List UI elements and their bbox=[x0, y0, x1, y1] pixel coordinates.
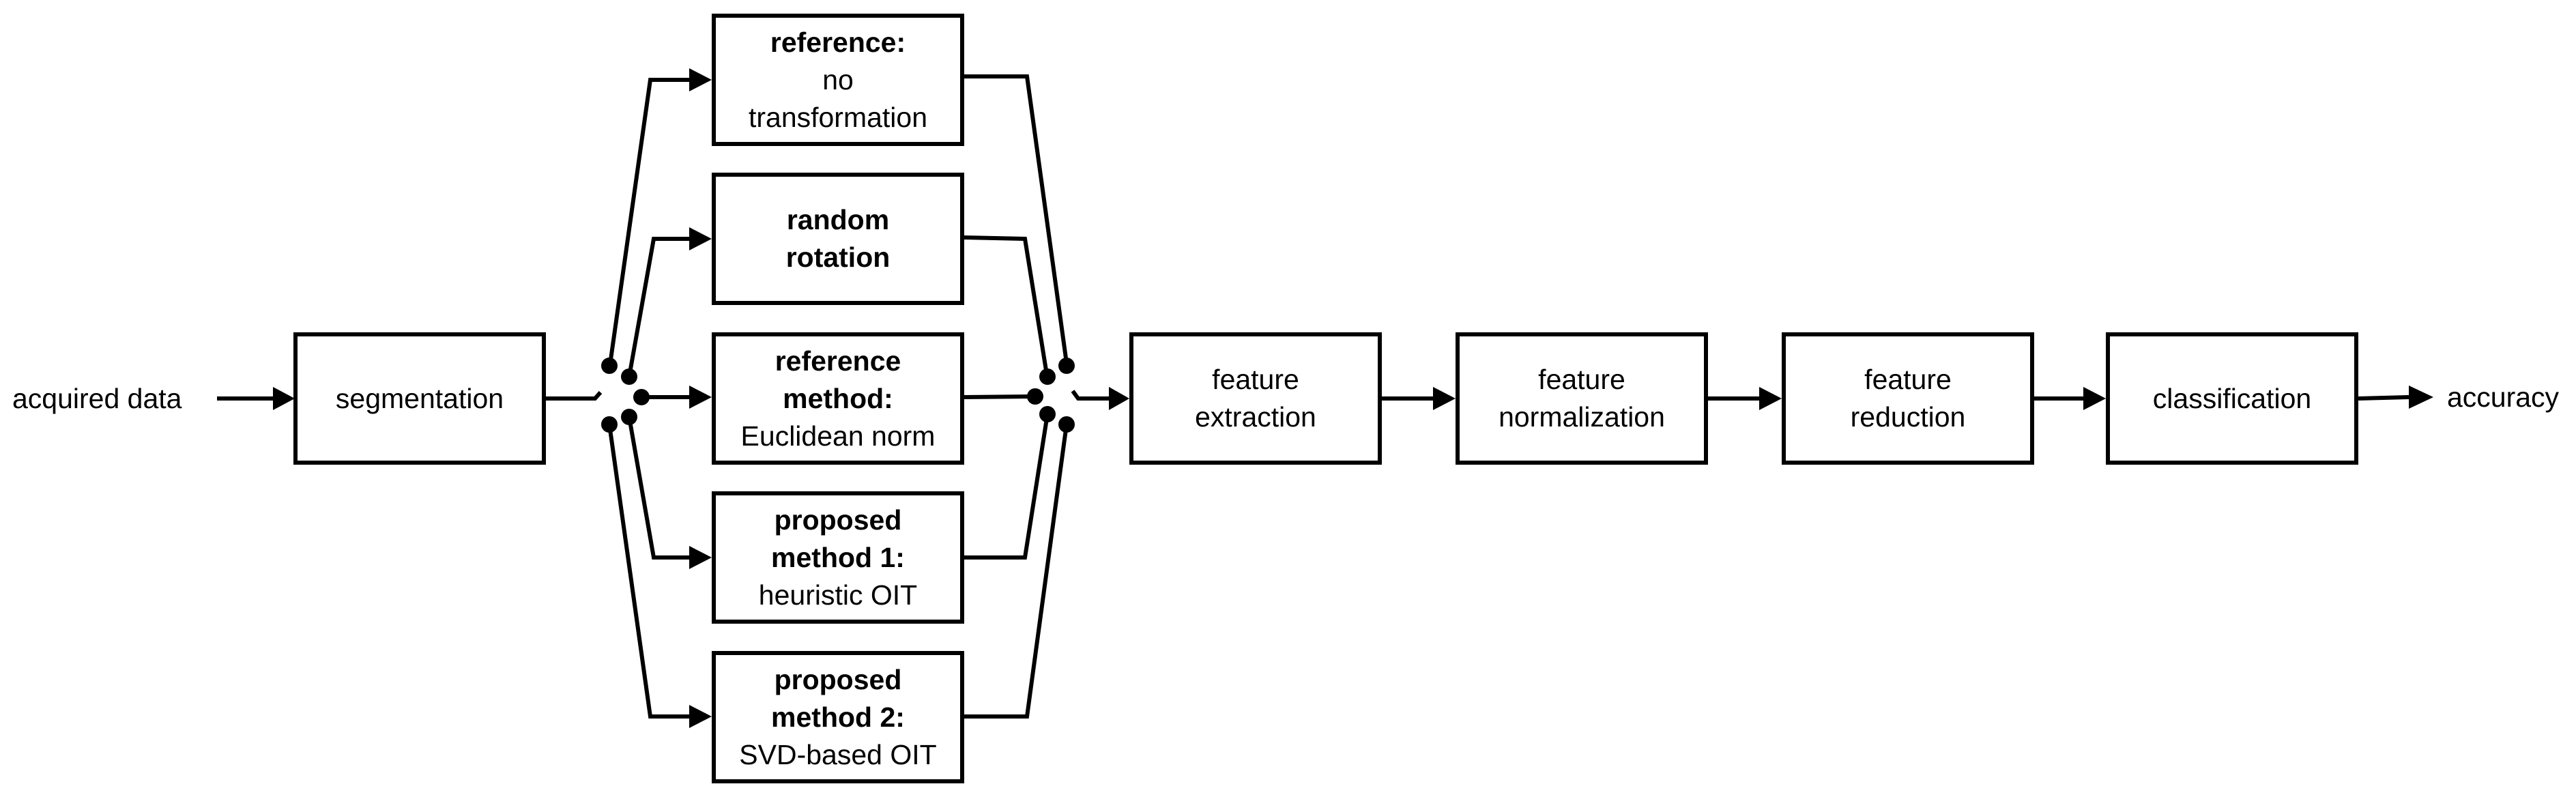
wire-to-reference bbox=[607, 78, 689, 370]
variant-reference-box: reference: no transformation bbox=[712, 14, 964, 146]
wire-to-proposed1 bbox=[627, 416, 689, 560]
arrowhead-input bbox=[273, 387, 295, 410]
wire-from-proposed2 bbox=[964, 424, 1069, 719]
wire-from-refmethod bbox=[964, 394, 1036, 399]
arrowhead-classification bbox=[2083, 387, 2106, 410]
input-label: acquired data bbox=[12, 383, 182, 414]
variant-refmethod-box: reference method: Euclidean norm bbox=[712, 332, 964, 465]
wire-to-random bbox=[627, 237, 689, 377]
arrowhead-refmethod bbox=[689, 386, 712, 409]
segmentation-box: segmentation bbox=[293, 332, 546, 465]
feature-extraction-label: feature extraction bbox=[1195, 364, 1316, 433]
switch-dot bbox=[1058, 416, 1075, 433]
arrowhead-reference bbox=[689, 68, 712, 91]
arrowhead-reduction bbox=[1759, 387, 1782, 410]
switch-dot bbox=[621, 368, 637, 385]
switch-dot bbox=[1058, 358, 1075, 374]
variant-reference-title: reference: bbox=[770, 26, 906, 58]
variant-proposed2-title: proposed method 2: bbox=[771, 663, 905, 733]
variant-random-title: random rotation bbox=[785, 204, 891, 273]
wire-from-proposed1 bbox=[964, 414, 1050, 560]
feature-normalization-box: feature normalization bbox=[1456, 332, 1708, 465]
output-label: accuracy bbox=[2447, 381, 2560, 413]
arrowhead-random bbox=[689, 227, 712, 250]
wire-from-random bbox=[964, 235, 1050, 379]
variant-random-box: random rotation bbox=[712, 173, 964, 305]
wire-to-feature-extraction bbox=[1071, 390, 1109, 401]
classification-box: classification bbox=[2106, 332, 2358, 465]
variant-proposed2-desc: SVD-based OIT bbox=[739, 738, 937, 770]
feature-extraction-box: feature extraction bbox=[1129, 332, 1382, 465]
feature-reduction-box: feature reduction bbox=[1782, 332, 2034, 465]
variant-reference-desc: no transformation bbox=[748, 63, 928, 133]
arrowhead-normalization bbox=[1433, 387, 1456, 410]
variant-proposed1-desc: heuristic OIT bbox=[758, 579, 918, 611]
feature-reduction-label: feature reduction bbox=[1850, 364, 1966, 433]
arrowhead-proposed2 bbox=[689, 705, 712, 728]
segmentation-label: segmentation bbox=[335, 382, 504, 414]
wire-from-reference bbox=[964, 74, 1069, 364]
arrowhead-proposed1 bbox=[689, 546, 712, 569]
variant-proposed2-box: proposed method 2: SVD-based OIT bbox=[712, 651, 964, 783]
variant-proposed1-title: proposed method 1: bbox=[771, 504, 905, 573]
arrowhead-feature-extraction bbox=[1109, 387, 1129, 410]
switch-dot bbox=[621, 409, 637, 425]
switch-dot bbox=[1039, 406, 1056, 422]
wire-to-proposed2 bbox=[607, 424, 689, 719]
feature-normalization-label: feature normalization bbox=[1499, 364, 1665, 433]
variant-proposed1-box: proposed method 1: heuristic OIT bbox=[712, 491, 964, 624]
switch-dot bbox=[1027, 388, 1043, 405]
arrowhead-output bbox=[2409, 386, 2433, 409]
wire-output bbox=[2358, 395, 2409, 401]
classification-label: classification bbox=[2152, 382, 2312, 414]
switch-dot bbox=[601, 416, 618, 433]
wire-segmentation-out bbox=[546, 391, 603, 401]
switch-dot bbox=[1039, 368, 1056, 385]
variant-refmethod-desc: Euclidean norm bbox=[740, 420, 936, 452]
switch-dot bbox=[601, 358, 618, 374]
variant-refmethod-title: reference method: bbox=[775, 345, 901, 414]
switch-dot bbox=[633, 389, 650, 405]
